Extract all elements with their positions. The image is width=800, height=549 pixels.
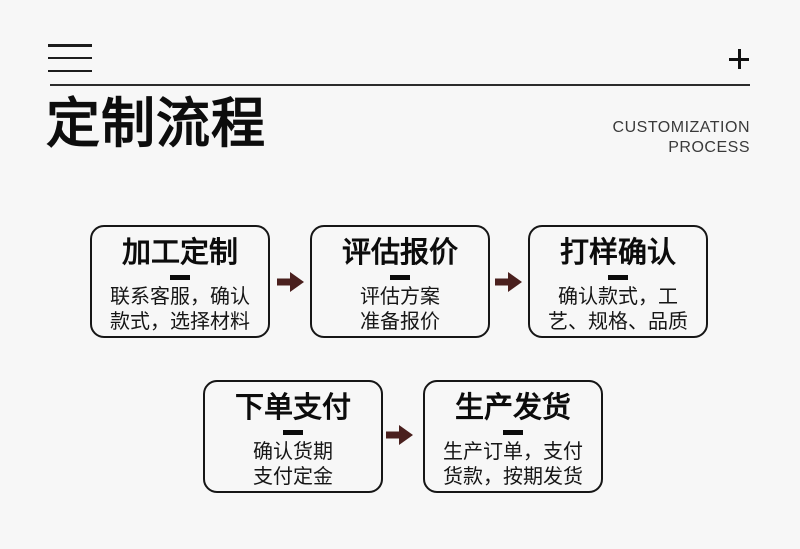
step-title: 评估报价 [341, 236, 458, 269]
flow-step-card-4: 下单支付 确认货期 支付定金 [203, 380, 383, 493]
step-dash-divider [283, 429, 303, 435]
step-description: 确认款式，工 艺、规格、品质 [548, 285, 688, 333]
step-dash-divider [608, 274, 628, 280]
step-description: 联系客服，确认 款式，选择材料 [110, 285, 250, 333]
step-title: 加工定制 [121, 236, 238, 269]
page-title: 定制流程 [46, 94, 266, 154]
step-title: 生产发货 [454, 391, 571, 424]
flow-step-card-5: 生产发货 生产订单，支付 货款，按期发货 [423, 380, 603, 493]
arrow-right-icon [495, 272, 522, 292]
page-subtitle-en: CUSTOMIZATION PROCESS [613, 118, 750, 158]
subtitle-line-2: PROCESS [668, 139, 750, 156]
menu-bar [48, 69, 92, 72]
step-description: 生产订单，支付 货款，按期发货 [443, 440, 583, 488]
flow-step-card-1: 加工定制 联系客服，确认 款式，选择材料 [90, 225, 270, 338]
flow-step-card-3: 打样确认 确认款式，工 艺、规格、品质 [528, 225, 708, 338]
step-title: 下单支付 [234, 391, 351, 424]
step-title: 打样确认 [559, 236, 676, 269]
header-divider [50, 84, 750, 86]
plus-icon[interactable] [727, 47, 751, 71]
arrow-right-icon [386, 425, 413, 445]
step-description: 评估方案 准备报价 [360, 285, 440, 333]
step-dash-divider [390, 274, 410, 280]
flow-step-card-2: 评估报价 评估方案 准备报价 [310, 225, 490, 338]
hamburger-menu-icon[interactable] [48, 44, 92, 72]
step-description: 确认货期 支付定金 [253, 440, 333, 488]
arrow-right-icon [277, 272, 304, 292]
step-dash-divider [503, 429, 523, 435]
menu-bar [48, 56, 92, 60]
step-dash-divider [170, 274, 190, 280]
subtitle-line-1: CUSTOMIZATION [612, 119, 750, 136]
menu-bar [48, 44, 92, 47]
